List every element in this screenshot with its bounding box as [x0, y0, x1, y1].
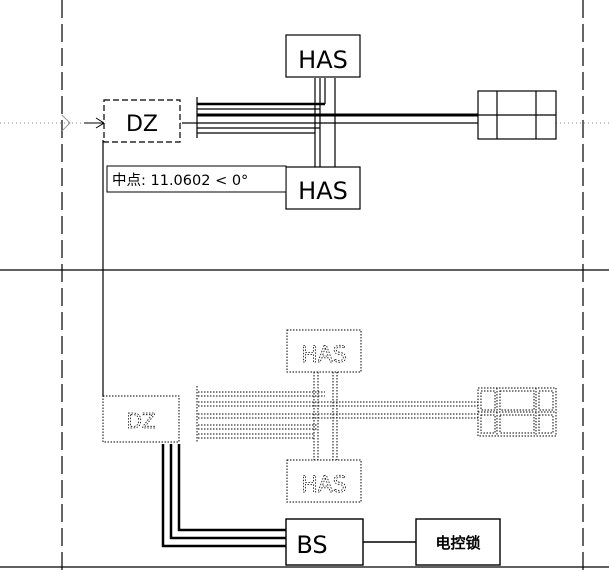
- top-terminal-grid[interactable]: [477, 90, 557, 140]
- top-has-upper-block[interactable]: HAS: [285, 34, 361, 78]
- bs-block[interactable]: BS: [285, 518, 364, 566]
- top-has-lower-block[interactable]: HAS: [285, 166, 361, 210]
- top-has-lower-label: HAS: [298, 177, 348, 205]
- bottom-dz-block[interactable]: DZ: [102, 395, 180, 443]
- top-dz-label: DZ: [126, 112, 158, 137]
- midpoint-tooltip: 中点: 11.0602 < 0°: [106, 165, 287, 193]
- electric-lock-block[interactable]: 电控锁: [415, 518, 501, 566]
- bottom-has-lower-block[interactable]: HAS: [286, 459, 362, 503]
- bottom-diagram: [161, 372, 478, 548]
- top-dz-block[interactable]: DZ: [103, 99, 181, 143]
- top-diagram: [61, 78, 478, 396]
- top-has-upper-label: HAS: [298, 46, 348, 74]
- bottom-has-upper-label: HAS: [301, 343, 347, 368]
- lock-label: 电控锁: [435, 534, 480, 552]
- bottom-has-upper-block[interactable]: HAS: [286, 329, 362, 373]
- bs-label: BS: [296, 531, 327, 559]
- bottom-has-lower-label: HAS: [301, 473, 347, 498]
- bottom-terminal-grid[interactable]: [477, 387, 557, 437]
- tooltip-text: 中点: 11.0602 < 0°: [112, 172, 248, 189]
- bottom-dz-label: DZ: [126, 409, 155, 433]
